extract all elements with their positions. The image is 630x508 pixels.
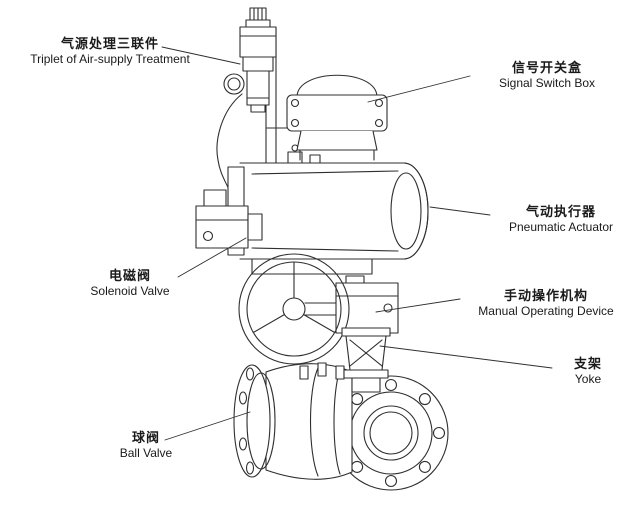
label-yoke-en: Yoke <box>574 372 602 387</box>
label-ball-valve: 球阀 Ball Valve <box>96 430 196 461</box>
label-manual-operating-device: 手动操作机构 Manual Operating Device <box>462 288 630 319</box>
signal-switch-box-drawing <box>286 74 388 161</box>
label-ball-valve-en: Ball Valve <box>119 446 173 461</box>
label-air-supply-treatment: 气源处理三联件 Triplet of Air-supply Treatment <box>10 36 210 67</box>
pneumatic-actuator-drawing <box>227 144 429 260</box>
label-signal-switch-box-en: Signal Switch Box <box>498 76 596 91</box>
label-manual-operating-device-cn: 手动操作机构 <box>503 288 588 303</box>
solenoid-valve-drawing <box>195 189 263 249</box>
label-solenoid-valve: 电磁阀 Solenoid Valve <box>70 268 190 299</box>
label-signal-switch-box-cn: 信号开关盒 <box>511 60 582 75</box>
label-solenoid-valve-en: Solenoid Valve <box>90 284 170 299</box>
yoke-drawing <box>341 327 391 379</box>
label-air-supply-treatment-cn: 气源处理三联件 <box>60 36 159 51</box>
label-yoke: 支架 Yoke <box>556 356 620 387</box>
label-ball-valve-cn: 球阀 <box>131 430 160 445</box>
ball-valve-drawing <box>233 362 449 491</box>
mounting-plate <box>251 258 373 275</box>
label-manual-operating-device-en: Manual Operating Device <box>478 304 614 319</box>
air-tube <box>216 93 243 193</box>
manual-operating-device-drawing <box>304 275 399 334</box>
air-treatment-unit <box>223 7 277 113</box>
label-yoke-cn: 支架 <box>573 356 602 371</box>
leader-lines <box>161 46 553 441</box>
label-air-supply-treatment-en: Triplet of Air-supply Treatment <box>30 52 190 67</box>
label-solenoid-valve-cn: 电磁阀 <box>108 268 151 283</box>
label-pneumatic-actuator-en: Pneumatic Actuator <box>508 220 614 235</box>
label-pneumatic-actuator-cn: 气动执行器 <box>525 204 596 219</box>
handwheel-drawing <box>238 253 350 365</box>
label-signal-switch-box: 信号开关盒 Signal Switch Box <box>472 60 622 91</box>
label-pneumatic-actuator: 气动执行器 Pneumatic Actuator <box>492 204 630 235</box>
